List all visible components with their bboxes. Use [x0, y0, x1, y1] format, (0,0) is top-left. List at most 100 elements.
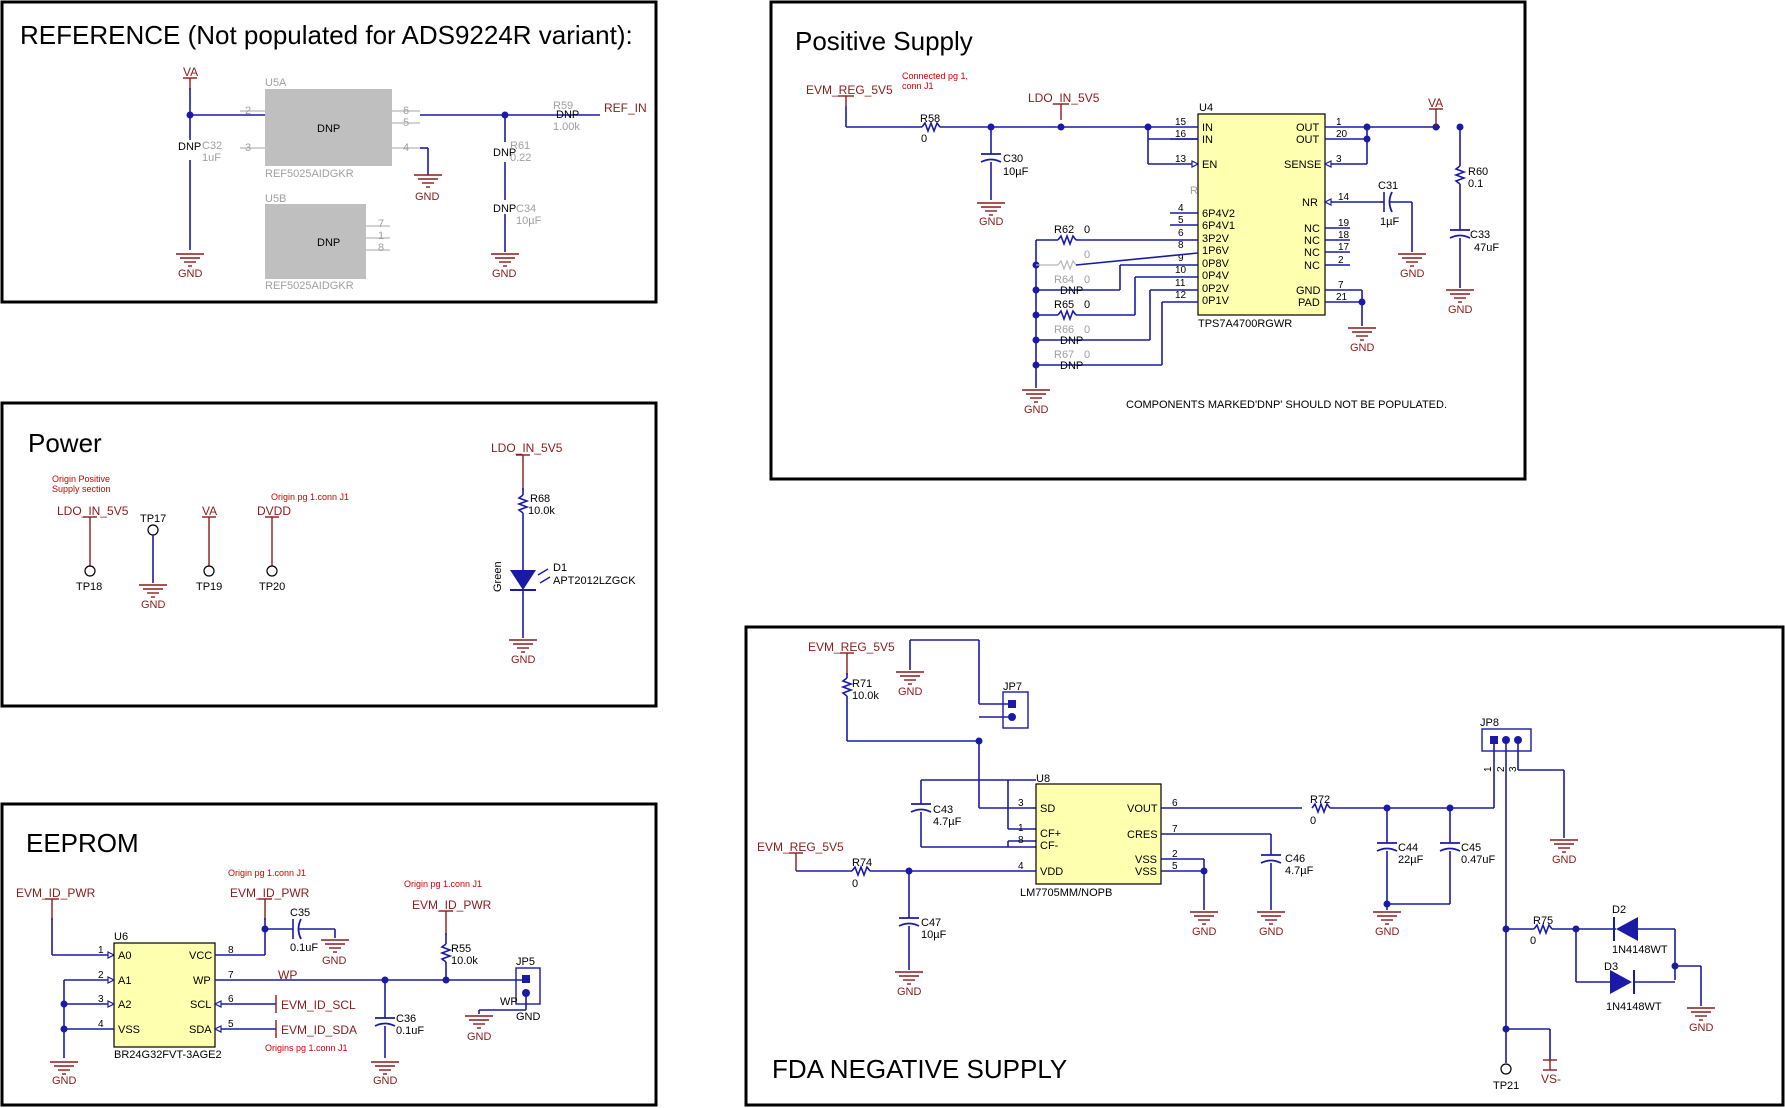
gnd-label: GND [1448, 304, 1473, 316]
c46-value: 4.7µF [1285, 865, 1314, 877]
r64-dnp: DNP [1060, 285, 1083, 297]
evm-id-pwr-net-label: EVM_ID_PWR [16, 886, 96, 900]
c32-ref: C32 [202, 140, 222, 152]
svg-text:SCL: SCL [190, 999, 211, 1011]
svg-text:VDD: VDD [1040, 866, 1063, 878]
svg-text:VSS: VSS [118, 1024, 140, 1036]
c30-value: 10µF [1003, 166, 1029, 178]
svg-text:3: 3 [1018, 798, 1024, 809]
jp7-ref: JP7 [1003, 681, 1022, 693]
r55-ref: R55 [451, 943, 471, 955]
r71-ref: R71 [852, 678, 872, 690]
svg-text:2: 2 [1172, 849, 1178, 860]
svg-text:8: 8 [1018, 835, 1024, 846]
gnd-label: GND [1192, 926, 1217, 938]
jp7-header[interactable] [1002, 691, 1029, 729]
gnd-label: GND [979, 216, 1004, 228]
c34-value: 10µF [516, 215, 542, 227]
c44-value: 22µF [1398, 854, 1424, 866]
c45-value: 0.47uF [1461, 854, 1496, 866]
svg-text:8: 8 [378, 242, 384, 254]
c31-value: 1µF [1380, 216, 1399, 228]
jp8-ref: JP8 [1480, 717, 1499, 729]
svg-text:VOUT: VOUT [1127, 803, 1158, 815]
svg-text:0P2V: 0P2V [1202, 283, 1230, 295]
r66-dnp: DNP [1060, 335, 1083, 347]
r66-ref: R66 [1054, 324, 1074, 336]
svg-text:8: 8 [228, 945, 234, 956]
svg-text:10: 10 [1175, 265, 1187, 276]
evm-id-pwr-net-label: EVM_ID_PWR [412, 898, 492, 912]
r62-ref: R62 [1054, 224, 1074, 236]
svg-text:NC: NC [1304, 223, 1320, 235]
svg-text:14: 14 [1338, 192, 1350, 203]
svg-text:1: 1 [1336, 117, 1342, 128]
gnd-label: GND [1350, 342, 1375, 354]
svg-text:3P2V: 3P2V [1202, 233, 1230, 245]
svg-text:EN: EN [1202, 159, 1217, 171]
c32-dnp: DNP [178, 141, 201, 153]
power-title: Power [28, 428, 102, 458]
r64-ref: R64 [1054, 274, 1074, 286]
r60-value: 0.1 [1468, 178, 1483, 190]
svg-text:15: 15 [1175, 117, 1187, 128]
r67-value: 0 [1084, 349, 1090, 361]
jp5-ref: JP5 [516, 956, 535, 968]
svg-text:5: 5 [1172, 861, 1178, 872]
tp21-label: TP21 [1493, 1080, 1519, 1092]
c34-dnp: DNP [493, 203, 516, 215]
svg-text:NC: NC [1304, 247, 1320, 259]
gnd-label: GND [1375, 926, 1400, 938]
r67-dnp: DNP [1060, 360, 1083, 372]
origins-note: Origins pg 1.conn J1 [265, 1043, 348, 1053]
svg-text:6P4V1: 6P4V1 [1202, 220, 1235, 232]
gnd-label: GND [1552, 854, 1577, 866]
svg-text:1P6V: 1P6V [1202, 245, 1230, 257]
svg-text:3: 3 [245, 142, 251, 154]
u5a-dnp: DNP [317, 123, 340, 135]
r59-dnp: DNP [556, 109, 579, 121]
r58-ref: R58 [920, 113, 940, 125]
diode-d3-icon [1610, 970, 1635, 994]
r75-ref: R75 [1533, 915, 1553, 927]
svg-text:SDA: SDA [189, 1024, 212, 1036]
gnd-label: GND [1024, 404, 1049, 416]
svg-text:3: 3 [1508, 766, 1519, 772]
r67-ref: R67 [1054, 349, 1074, 361]
origin-note-2: Supply section [52, 484, 111, 494]
r61-ref: R61 [510, 140, 530, 152]
d1-ref: D1 [553, 562, 567, 574]
u5b-ref: U5B [265, 193, 286, 205]
tp18-label: TP18 [76, 581, 102, 593]
c36-value: 0.1uF [396, 1025, 424, 1037]
u4-part: TPS7A4700RGWR [1198, 318, 1292, 330]
c35-ref: C35 [290, 907, 310, 919]
reference-title: REFERENCE (Not populated for ADS9224R va… [20, 20, 633, 50]
svg-text:4: 4 [1178, 203, 1184, 214]
dvdd-net-label: DVDD [257, 504, 291, 518]
origin-note: Origin pg 1.conn J1 [228, 868, 306, 878]
svg-text:21: 21 [1336, 292, 1348, 303]
fda-frame [744, 625, 1785, 1107]
svg-text:NC: NC [1304, 235, 1320, 247]
r74-value: 0 [852, 878, 858, 890]
gnd-label: GND [52, 1075, 77, 1087]
svg-text:12: 12 [1175, 290, 1187, 301]
svg-text:OUT: OUT [1296, 134, 1320, 146]
u4-r-mark: R [1190, 185, 1198, 197]
svg-text:5: 5 [1178, 215, 1184, 226]
va-net-label: VA [183, 65, 198, 79]
svg-text:8: 8 [1178, 240, 1184, 251]
svg-text:17: 17 [1338, 242, 1350, 253]
svg-text:3: 3 [98, 994, 104, 1005]
r72-ref: R72 [1310, 794, 1330, 806]
svg-text:5: 5 [228, 1019, 234, 1030]
svg-text:GND: GND [1296, 285, 1321, 297]
gnd-label: GND [1259, 926, 1284, 938]
dvdd-origin-note: Origin pg 1.conn J1 [271, 492, 349, 502]
jp5-header[interactable] [515, 967, 541, 1005]
va-net-label: VA [1428, 96, 1443, 110]
c30-ref: C30 [1003, 153, 1023, 165]
svg-text:6: 6 [403, 105, 409, 117]
svg-text:CF-: CF- [1040, 840, 1059, 852]
